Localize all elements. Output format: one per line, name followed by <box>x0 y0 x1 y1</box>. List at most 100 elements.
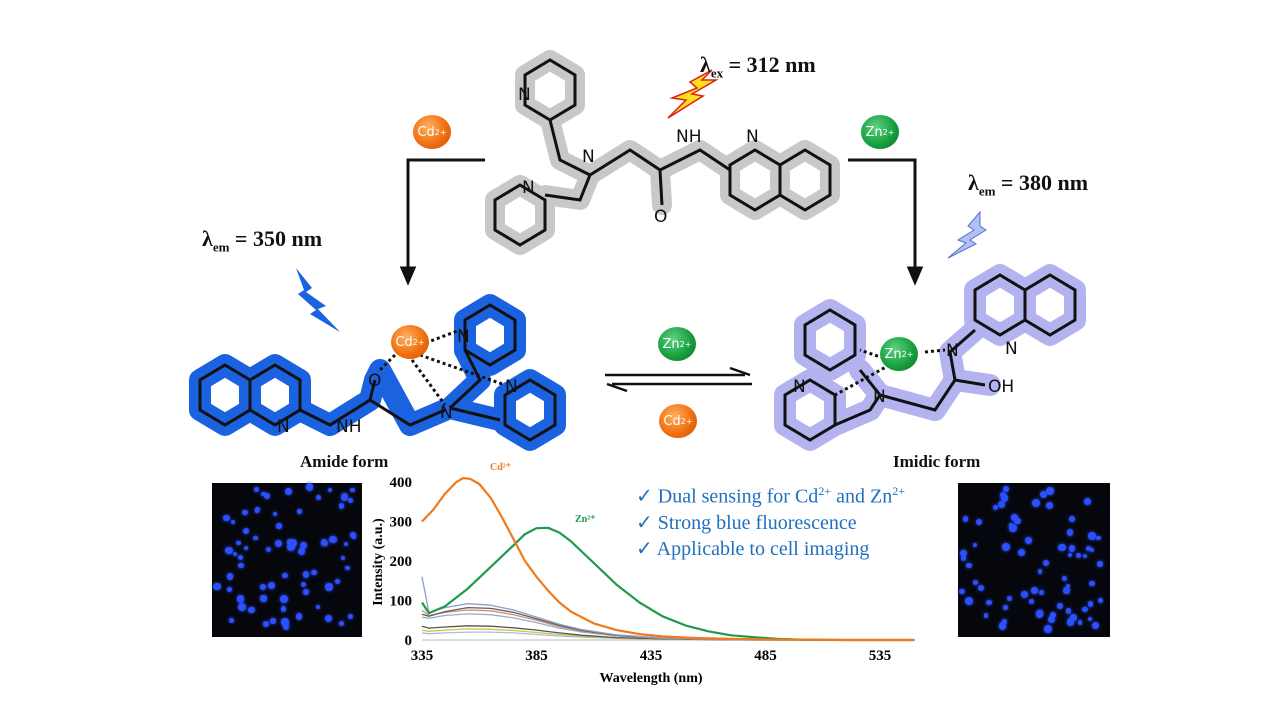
fluorescent-cell <box>1082 606 1088 613</box>
fluorescent-cell <box>276 523 282 529</box>
atom-n: N <box>277 417 290 437</box>
fluorescent-cell <box>213 582 222 591</box>
fluorescent-cell <box>966 562 972 569</box>
atom-nh: NH <box>336 417 362 437</box>
fluorescent-cell <box>1068 545 1076 552</box>
fluorescent-cell <box>244 546 249 551</box>
fluorescent-cell <box>1096 535 1101 540</box>
fluorescent-cell <box>231 519 236 524</box>
fluorescent-cell <box>1083 497 1091 506</box>
fluorescent-cell <box>1087 532 1096 541</box>
fluorescent-cell <box>325 615 333 623</box>
fluorescent-cell <box>226 573 233 580</box>
fluorescent-cell <box>1014 517 1021 525</box>
fluorescent-cell <box>986 599 992 606</box>
fluorescent-cell <box>236 540 241 545</box>
series-line-cd2 <box>421 477 915 642</box>
fluorescent-cell <box>266 547 272 553</box>
fluorescent-cell <box>960 554 967 561</box>
x-tick-label: 435 <box>640 648 663 664</box>
fluorescent-cell <box>973 542 978 547</box>
fluorescent-cell <box>263 621 269 627</box>
fluorescent-cell <box>1070 614 1077 621</box>
atom-n: N <box>746 127 759 147</box>
fluorescent-cell <box>302 570 310 578</box>
fluorescent-cell <box>1049 612 1056 618</box>
fluorescent-cell <box>1031 587 1038 595</box>
x-tick-label: 335 <box>411 648 434 664</box>
fluorescent-cell <box>1047 615 1055 623</box>
fluorescent-cell <box>1063 586 1071 594</box>
fluorescent-cell <box>959 588 965 595</box>
fluorescent-cell <box>281 618 289 626</box>
atom-n: N <box>505 377 518 397</box>
fluorescent-cell <box>1067 553 1072 558</box>
fluorescent-cell <box>301 581 307 588</box>
fluorescent-cell <box>1017 549 1025 557</box>
fluorescent-cell <box>272 511 278 517</box>
fluorescent-cell <box>343 541 348 546</box>
fluorescent-cell <box>321 539 328 546</box>
atom-oh: OH <box>988 377 1014 397</box>
fluorescent-cell <box>345 565 350 571</box>
emission-cd-label: λem = 350 nm <box>202 226 323 255</box>
fluorescent-cell <box>237 595 245 603</box>
fluorescent-cell <box>260 595 267 602</box>
fluorescent-cell <box>983 612 989 618</box>
fluorescent-cell <box>264 493 270 500</box>
y-tick-label: 300 <box>390 515 413 531</box>
fluorescent-cell <box>348 498 354 503</box>
fluorescent-cell <box>973 580 978 586</box>
atom-o: O <box>368 371 381 391</box>
fluorescent-cell <box>1003 605 1009 610</box>
fluorescent-cell <box>1039 491 1047 499</box>
atom-o: O <box>654 207 667 227</box>
fluorescent-cell <box>1006 595 1012 601</box>
series-line-other2 <box>421 606 915 641</box>
fluorescent-cell <box>228 617 234 623</box>
fluorescent-cell <box>1089 580 1095 587</box>
feature-item: ✓ Dual sensing for Cd2+ and Zn2+ <box>636 484 905 508</box>
fluorescent-cell <box>329 535 337 544</box>
fluorescent-cell <box>1044 625 1053 633</box>
check-icon: ✓ <box>636 485 653 508</box>
fluorescent-cell <box>1075 553 1081 559</box>
equilibrium-arrows <box>605 366 752 393</box>
y-axis-title: Intensity (a.u.) <box>371 518 386 606</box>
fluorescent-cell <box>1002 619 1007 624</box>
fluorescent-cell <box>340 493 349 501</box>
atom-nh: NH <box>676 127 702 147</box>
fluorescent-cell <box>297 509 302 514</box>
fluorescent-cell <box>999 622 1007 630</box>
fluorescent-cell <box>962 516 969 522</box>
fluorescent-cell <box>1068 515 1075 522</box>
fluorescent-cell <box>325 583 333 591</box>
fluorescent-cell <box>253 535 258 541</box>
fluorescent-cell <box>1009 524 1017 532</box>
ion-charge: 2+ <box>434 127 447 137</box>
fluorescent-cell <box>997 500 1005 508</box>
fluorescent-cell <box>282 572 288 579</box>
ion-charge: 2+ <box>882 127 895 137</box>
fluorescent-cell <box>275 539 283 547</box>
fluorescent-cell <box>1082 554 1088 559</box>
cd-reaction-arrow <box>399 158 485 286</box>
atom-n: N <box>518 85 531 105</box>
fluorescent-cell <box>992 504 999 511</box>
fluorescent-cell <box>1021 591 1028 598</box>
fluorescent-cell <box>1065 583 1070 588</box>
fluorescent-cell <box>241 509 248 516</box>
fluorescent-cell <box>223 514 231 522</box>
fluorescent-cell <box>335 579 341 585</box>
check-icon: ✓ <box>636 537 653 560</box>
fluorescent-cell <box>1058 543 1066 552</box>
ion-charge: 2+ <box>412 337 425 347</box>
feature-item: ✓ Strong blue fluorescence <box>636 511 857 534</box>
x-axis-title: Wavelength (nm) <box>599 671 702 686</box>
series-label-zn: Zn²⁺ <box>575 514 596 525</box>
free-ligand-structure: N N N O NH N <box>485 50 840 255</box>
